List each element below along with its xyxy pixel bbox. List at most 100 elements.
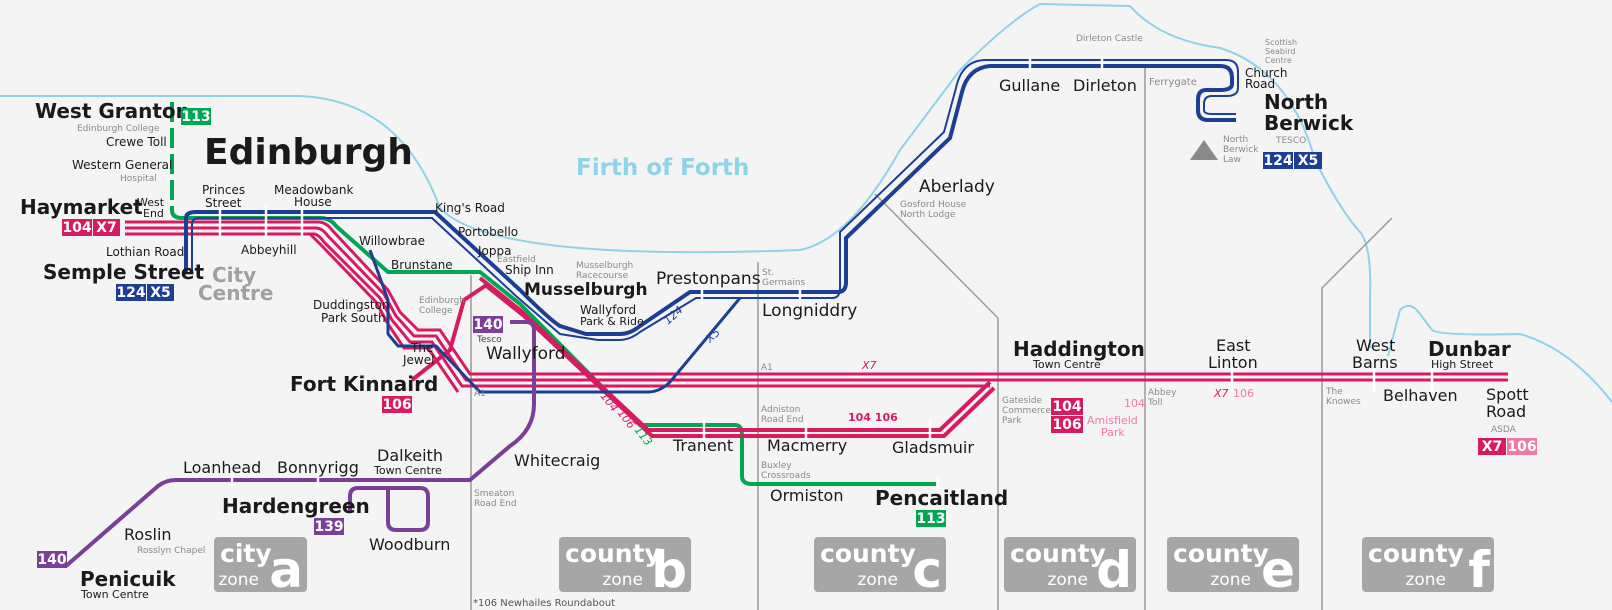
stop-abbey-toll-2: Toll bbox=[1147, 398, 1162, 408]
stop-north-berwick-1: North bbox=[1264, 90, 1328, 114]
stop-east-linton-1: East bbox=[1216, 336, 1251, 355]
city-centre-2: Centre bbox=[198, 281, 273, 305]
zone-word: zone bbox=[1405, 570, 1446, 590]
stop-church-road-2: Road bbox=[1245, 77, 1275, 91]
road-a1-1: A1 bbox=[474, 389, 486, 399]
stop-roslin: Roslin bbox=[124, 525, 172, 544]
stop-west-end-1: West bbox=[137, 196, 165, 209]
route-badge-bx5_nb: X5 bbox=[1294, 152, 1322, 169]
stop-law-3: Law bbox=[1223, 155, 1241, 165]
stop-tesco-1: Tesco bbox=[476, 335, 502, 345]
coastline bbox=[0, 2, 1372, 348]
stop-seabird-2: Seabird bbox=[1265, 47, 1295, 56]
stop-haddington-sub: Town Centre bbox=[1032, 358, 1101, 371]
stop-edinburgh-college-2b: College bbox=[419, 306, 453, 316]
stop-meadowbank-2: House bbox=[294, 195, 332, 209]
zone-word: zone bbox=[857, 570, 898, 590]
stop-gullane: Gullane bbox=[999, 76, 1060, 95]
stop-law-1: North bbox=[1223, 135, 1248, 145]
stop-north-berwick-2: Berwick bbox=[1264, 111, 1354, 135]
route-badge-b104_hadd: 104 bbox=[1051, 398, 1083, 415]
route-label-x7: X7 bbox=[861, 359, 877, 372]
stop-joppa: Joppa bbox=[477, 244, 511, 258]
stop-fort-kinnaird: Fort Kinnaird bbox=[290, 372, 438, 396]
law-mountain-icon bbox=[1190, 140, 1218, 160]
stop-loanhead: Loanhead bbox=[183, 458, 261, 477]
route-badge-label: 104 bbox=[62, 220, 91, 236]
stop-willowbrae: Willowbrae bbox=[359, 234, 425, 248]
city-name: Edinburgh bbox=[204, 132, 413, 173]
stop-gateside-2: Commerce bbox=[1002, 406, 1051, 416]
stop-lothian-road: Lothian Road bbox=[106, 245, 184, 259]
route-140-line bbox=[64, 320, 536, 568]
stop-musselburgh: Musselburgh bbox=[524, 280, 648, 300]
stop-spott-2: Road bbox=[1486, 402, 1526, 421]
stop-whitecraig: Whitecraig bbox=[514, 451, 600, 470]
route-139-loop bbox=[348, 486, 430, 532]
route-badge-label: X5 bbox=[1298, 153, 1319, 169]
stop-st-germains-2: Germains bbox=[762, 278, 806, 288]
route-124-duddingston bbox=[368, 249, 742, 394]
stop-princes-1: Princes bbox=[202, 183, 245, 197]
stop-dirleton-castle: Dirleton Castle bbox=[1076, 34, 1143, 44]
stop-penicuik-sub: Town Centre bbox=[80, 588, 149, 601]
route-113-main bbox=[170, 209, 936, 486]
stop-dunbar: Dunbar bbox=[1428, 337, 1511, 361]
route-label-diag-104: 104 bbox=[598, 390, 621, 415]
stop-ormiston: Ormiston bbox=[770, 486, 843, 505]
stop-amisfield-2: Park bbox=[1101, 426, 1125, 439]
stop-west-barns-2: Barns bbox=[1352, 353, 1398, 372]
stop-kings-road: King's Road bbox=[435, 201, 505, 215]
stop-west-granton: West Granton bbox=[35, 99, 190, 123]
stop-gosford-1: Gosford House bbox=[900, 200, 967, 210]
route-badge-label: 106 bbox=[382, 397, 411, 413]
route-badge-b106_kinnaird: 106 bbox=[382, 396, 412, 413]
water-label: Firth of Forth bbox=[576, 155, 749, 181]
route-badge-b139: 139 bbox=[314, 518, 344, 535]
road-a1-2: A1 bbox=[761, 363, 773, 373]
zone-letter: a bbox=[269, 541, 303, 599]
zone-letter: d bbox=[1096, 541, 1132, 599]
zone-kind: city bbox=[220, 539, 272, 568]
route-badge-b106_hadd: 106 bbox=[1051, 416, 1083, 433]
route-badge-label: 113 bbox=[916, 511, 945, 527]
route-label-104-amisfield: 104 bbox=[1124, 397, 1145, 410]
stop-portobello: Portobello bbox=[458, 225, 518, 239]
route-124-line bbox=[184, 64, 1236, 336]
stop-gosford-2: North Lodge bbox=[900, 210, 956, 220]
route-x5-line bbox=[191, 59, 1239, 341]
route-badge-bx7_spott: X7 bbox=[1478, 438, 1506, 455]
route-badge-b106_spott: 106 bbox=[1507, 438, 1537, 455]
stop-law-2: Berwick bbox=[1223, 145, 1259, 155]
route-badge-label: 140 bbox=[473, 317, 502, 333]
stop-spott-1: Spott bbox=[1486, 385, 1529, 404]
footnote: *106 Newhailes Roundabout bbox=[473, 598, 615, 609]
stop-wallyford-pr-2: Park & Ride bbox=[580, 315, 644, 328]
route-106-kinnaird bbox=[410, 282, 490, 382]
route-badge-b113_pencait: 113 bbox=[916, 510, 946, 527]
route-label-x7-east: X7 bbox=[1213, 387, 1229, 400]
stop-aberlady: Aberlady bbox=[919, 177, 995, 197]
stop-seabird-1: Scottish bbox=[1265, 38, 1297, 47]
zone-word: zone bbox=[602, 570, 643, 590]
route-badge-b124_nb: 124 bbox=[1263, 152, 1293, 169]
stop-east-linton-2: Linton bbox=[1208, 353, 1258, 372]
stop-asda: ASDA bbox=[1491, 425, 1517, 435]
zone-kind: county bbox=[1368, 539, 1464, 568]
stop-macmerry: Macmerry bbox=[767, 436, 847, 455]
stop-semple-street: Semple Street bbox=[43, 260, 204, 284]
stop-ferrygate: Ferrygate bbox=[1149, 77, 1197, 88]
stop-hardengreen: Hardengreen bbox=[222, 494, 370, 518]
stop-tranent: Tranent bbox=[672, 436, 733, 455]
stop-brunstane: Brunstane bbox=[391, 258, 453, 272]
route-label-diag-113: 113 bbox=[632, 424, 655, 449]
stop-ship-inn: Ship Inn bbox=[505, 263, 554, 277]
route-badge-label: 106 bbox=[1052, 417, 1081, 433]
stop-jewel-1: The bbox=[410, 341, 433, 355]
stop-knowes-2: Knowes bbox=[1326, 397, 1361, 407]
